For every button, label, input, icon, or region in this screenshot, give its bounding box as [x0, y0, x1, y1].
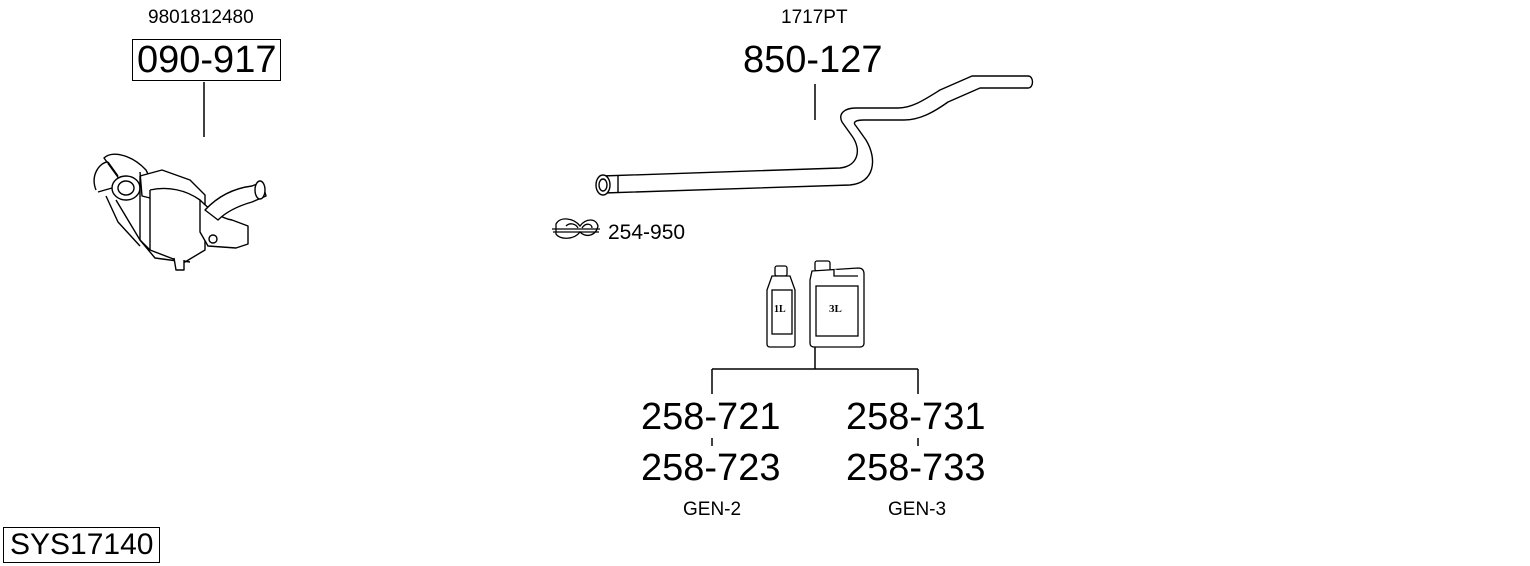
- catalyst-oe-number: 9801812480: [148, 7, 254, 28]
- gen3-group-label: GEN-3: [888, 499, 947, 520]
- gen2-group-label: GEN-2: [683, 499, 742, 520]
- catalytic-converter-icon: [93, 153, 267, 271]
- paste-bracket: [711, 347, 919, 446]
- pipe-oe-number: 1717PT: [781, 7, 848, 28]
- canister-volume-label: 3L: [829, 303, 842, 315]
- clamp-icon: [552, 218, 600, 239]
- canister-icon: [809, 260, 865, 348]
- gen2-part-b[interactable]: 258-723: [641, 447, 781, 489]
- bottle-volume-label: 1L: [774, 304, 786, 315]
- bottle-icon: [766, 265, 796, 348]
- system-id: SYS17140: [3, 527, 161, 563]
- exhaust-pipe-icon: [595, 75, 1034, 196]
- pipe-part-number[interactable]: 850-127: [743, 39, 883, 81]
- gen3-part-b[interactable]: 258-733: [846, 447, 986, 489]
- catalyst-part-number[interactable]: 090-917: [132, 39, 282, 81]
- gen3-part-a[interactable]: 258-731: [846, 396, 986, 438]
- gen2-part-a[interactable]: 258-721: [641, 396, 781, 438]
- clamp-part-number[interactable]: 254-950: [608, 221, 686, 244]
